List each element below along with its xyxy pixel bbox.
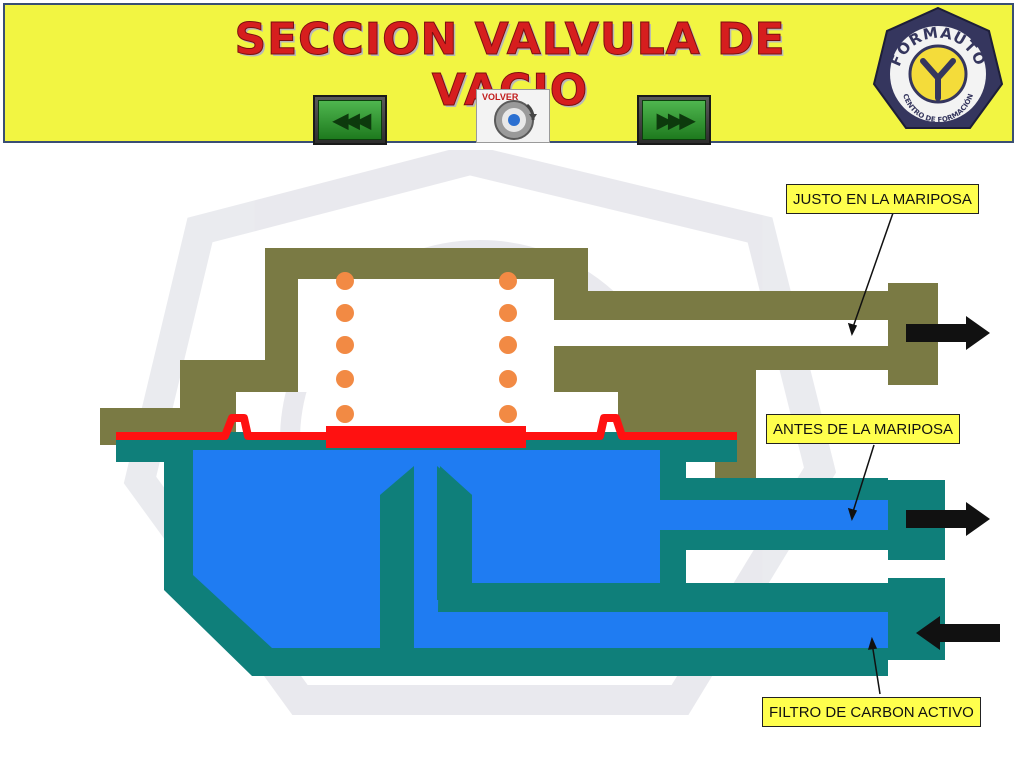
leader-lines — [847, 212, 894, 695]
previous-button[interactable]: ◀◀◀ — [313, 95, 387, 145]
label-justo-en-la-mariposa: JUSTO EN LA MARIPOSA — [786, 184, 979, 214]
label-antes-de-la-mariposa: ANTES DE LA MARIPOSA — [766, 414, 961, 444]
partition-wall — [380, 466, 414, 656]
diaphragm — [116, 414, 737, 440]
next-button[interactable]: ▶▶▶ — [637, 95, 711, 145]
valve-cross-section — [100, 150, 1000, 715]
arrow-right-icon — [906, 316, 990, 350]
rewind-icon: ◀◀◀ — [318, 100, 382, 140]
return-button-label: VOLVER — [482, 92, 519, 102]
arrow-left-icon — [916, 616, 1000, 650]
fast-forward-icon: ▶▶▶ — [642, 100, 706, 140]
spring-coils — [336, 272, 517, 423]
partition-wall-right — [437, 466, 472, 600]
arrow-right-icon — [906, 502, 990, 536]
formauto-logo: FORMAUTO CENTRO DE FORMACIÓN — [872, 6, 1004, 129]
vacuum-chamber — [193, 450, 888, 648]
valve-plate — [326, 426, 526, 448]
return-button[interactable]: VOLVER — [476, 89, 550, 143]
label-filtro-de-carbon-activo: FILTRO DE CARBON ACTIVO — [762, 697, 981, 727]
return-icon — [494, 100, 537, 140]
port-justo-bore — [554, 320, 888, 346]
page-title: SECCION VALVULA DE VACIO — [234, 14, 786, 117]
